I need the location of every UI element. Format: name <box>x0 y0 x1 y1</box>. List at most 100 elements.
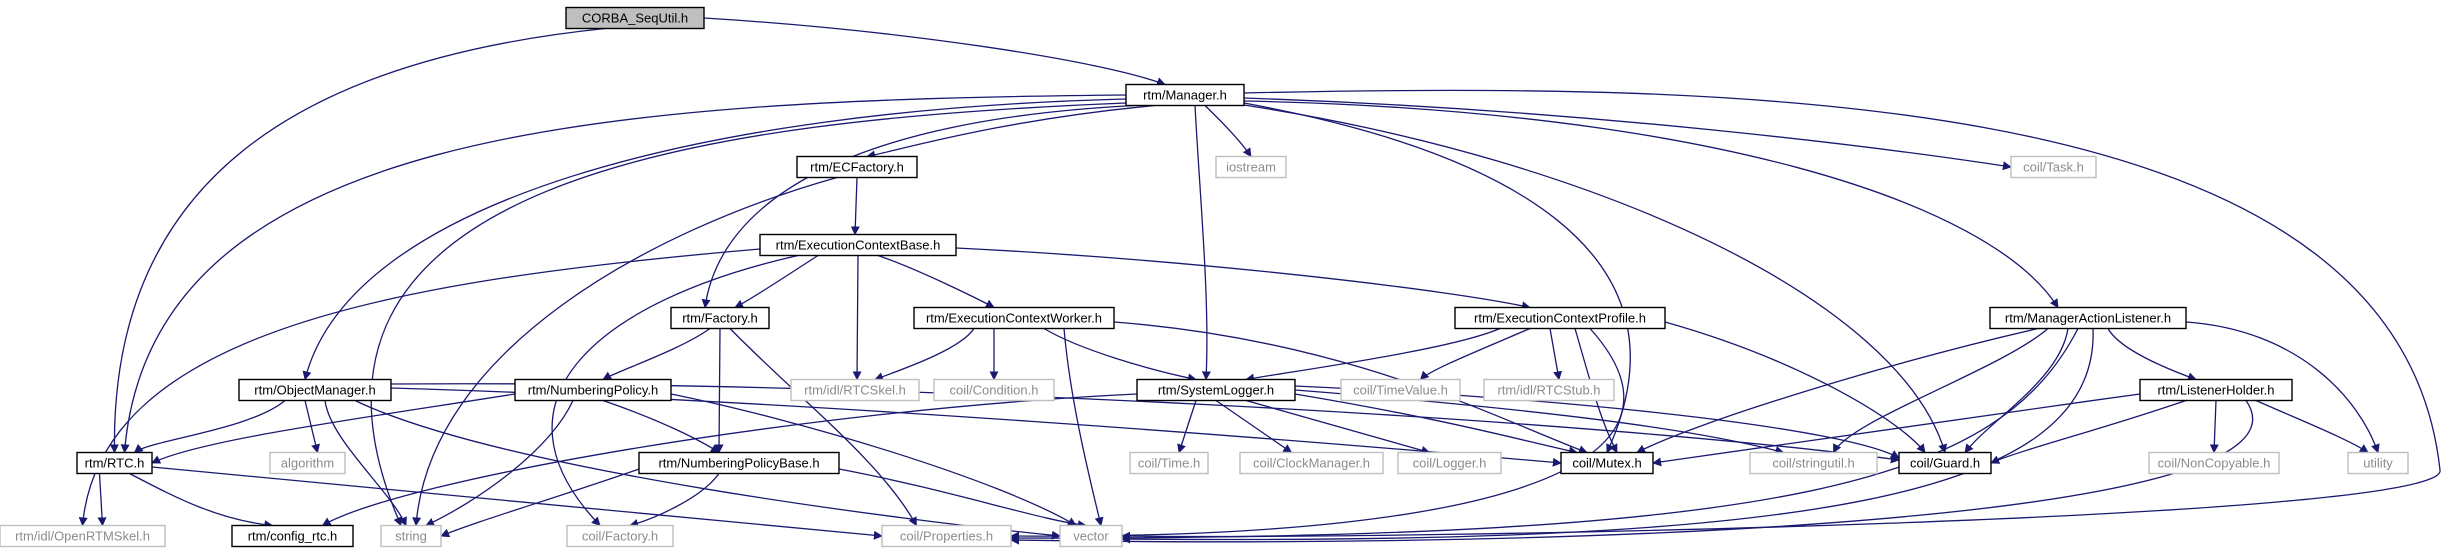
edge-numpol-to-string <box>425 400 574 527</box>
node-objmgr[interactable]: rtm/ObjectManager.h <box>238 378 392 402</box>
node-guard[interactable]: coil/Guard.h <box>1898 451 1992 475</box>
edge-rtc-to-configrtc <box>129 472 274 530</box>
edge-numpolbase-to-vector <box>838 468 1087 530</box>
node-label: rtm/idl/RTCSkel.h <box>804 383 906 398</box>
node-coilfactory: coil/Factory.h <box>566 524 674 548</box>
edge-mal-to-stringutil <box>1832 328 2049 454</box>
edge-ecbase-to-factory <box>734 254 819 309</box>
node-label: rtm/Manager.h <box>1143 88 1227 103</box>
node-clockmgr: coil/ClockManager.h <box>1239 451 1384 475</box>
node-mal[interactable]: rtm/ManagerActionListener.h <box>1989 306 2187 330</box>
edge-manager-to-mutex <box>1243 102 1631 454</box>
node-box <box>1059 524 1123 548</box>
node-label: coil/ClockManager.h <box>1253 456 1370 471</box>
edge-objmgr-to-rtc <box>133 400 286 454</box>
edge-rtc-to-properties <box>151 466 883 540</box>
edge-ecbase-to-ecworker <box>877 254 995 309</box>
node-label: rtm/idl/RTCStub.h <box>1497 383 1600 398</box>
edge-lholder-to-noncopyable <box>2209 400 2219 454</box>
node-label: rtm/idl/OpenRTMSkel.h <box>15 529 150 544</box>
node-box <box>1560 451 1654 475</box>
node-box <box>796 155 918 179</box>
node-label: rtm/SystemLogger.h <box>1158 383 1274 398</box>
node-box <box>1239 451 1384 475</box>
edge-syslogger-to-logger <box>1245 399 1431 455</box>
node-time: coil/Time.h <box>1129 451 1209 475</box>
node-box <box>2347 451 2409 475</box>
node-box <box>638 451 840 475</box>
node-lholder[interactable]: rtm/ListenerHolder.h <box>2139 378 2293 402</box>
node-utility: utility <box>2347 451 2409 475</box>
edge-ecprofile-to-guard <box>1664 321 1926 454</box>
node-box <box>1989 306 2187 330</box>
node-label: vector <box>1073 529 1109 544</box>
node-numpolbase[interactable]: rtm/NumberingPolicyBase.h <box>638 451 840 475</box>
node-box <box>1749 451 1878 475</box>
edge-ecfactory-to-string <box>412 176 838 527</box>
edge-ecfactory-to-ecbase <box>850 177 860 236</box>
node-ecworker[interactable]: rtm/ExecutionContextWorker.h <box>913 306 1115 330</box>
edge-syslogger-to-time <box>1177 400 1197 454</box>
node-box <box>566 524 674 548</box>
node-timevalue: coil/TimeValue.h <box>1340 378 1461 402</box>
node-box <box>1340 378 1461 402</box>
node-box <box>565 6 705 30</box>
node-label: coil/Factory.h <box>582 529 658 544</box>
edge-lholder-to-properties <box>1010 400 2254 545</box>
node-condition: coil/Condition.h <box>933 378 1055 402</box>
edge-ecworker-to-rtcskel <box>874 328 975 381</box>
node-noncopyable: coil/NonCopyable.h <box>2148 451 2280 475</box>
node-syslogger[interactable]: rtm/SystemLogger.h <box>1136 378 1296 402</box>
node-sequtil: CORBA_SeqUtil.h <box>565 6 705 30</box>
edge-numpol-to-rtc <box>151 393 516 464</box>
node-label: coil/Time.h <box>1138 456 1200 471</box>
node-numpol[interactable]: rtm/NumberingPolicy.h <box>514 378 672 402</box>
edge-mal-to-guard <box>1964 328 2069 454</box>
edge-mal-to-properties <box>1010 328 2079 543</box>
node-factory[interactable]: rtm/Factory.h <box>670 306 770 330</box>
node-label: coil/Condition.h <box>950 383 1039 398</box>
node-label: rtm/ListenerHolder.h <box>2157 383 2274 398</box>
node-label: coil/TimeValue.h <box>1353 383 1448 398</box>
edge-manager-to-factory <box>701 104 1136 309</box>
edge-ecbase-to-coilfactory <box>551 254 799 527</box>
node-iostream: iostream <box>1215 155 1287 179</box>
edge-lholder-to-guard <box>1990 399 2187 464</box>
include-edges <box>78 17 2441 545</box>
node-box <box>2010 155 2097 179</box>
node-label: iostream <box>1226 160 1276 175</box>
node-rtc[interactable]: rtm/RTC.h <box>76 451 153 475</box>
node-box <box>76 451 153 475</box>
node-label: algorithm <box>281 456 334 471</box>
edge-ecworker-to-syslogger <box>1043 327 1197 383</box>
node-manager[interactable]: rtm/Manager.h <box>1125 83 1245 107</box>
node-box <box>0 524 166 548</box>
node-label: rtm/ExecutionContextProfile.h <box>1474 311 1646 326</box>
edge-manager-to-mal <box>1243 100 2059 309</box>
edge-manager-to-ecfactory <box>866 104 1156 160</box>
node-box <box>1136 378 1296 402</box>
node-configrtc[interactable]: rtm/config_rtc.h <box>231 524 354 548</box>
node-ecbase[interactable]: rtm/ExecutionContextBase.h <box>759 233 957 257</box>
node-label: coil/Mutex.h <box>1572 456 1641 471</box>
node-label: string <box>395 529 427 544</box>
node-mutex[interactable]: coil/Mutex.h <box>1560 451 1654 475</box>
node-box <box>759 233 957 257</box>
edge-ecbase-to-ecprofile <box>955 247 1531 311</box>
node-box <box>2148 451 2280 475</box>
node-box <box>790 378 920 402</box>
node-openrtmskel: rtm/idl/OpenRTMSkel.h <box>0 524 166 548</box>
node-box <box>913 306 1115 330</box>
edge-manager-to-guard <box>1243 104 1948 454</box>
node-label: rtm/ManagerActionListener.h <box>2005 311 2171 326</box>
node-label: rtm/ExecutionContextBase.h <box>776 238 941 253</box>
node-ecfactory[interactable]: rtm/ECFactory.h <box>796 155 918 179</box>
node-label: rtm/Factory.h <box>682 311 758 326</box>
node-ecprofile[interactable]: rtm/ExecutionContextProfile.h <box>1454 306 1666 330</box>
node-label: coil/Properties.h <box>900 529 993 544</box>
edge-syslogger-to-configrtc <box>321 393 1138 527</box>
edge-manager-to-task <box>1243 97 2012 171</box>
node-box <box>238 378 392 402</box>
edge-mal-to-lholder <box>2107 328 2197 381</box>
node-box <box>1454 306 1666 330</box>
